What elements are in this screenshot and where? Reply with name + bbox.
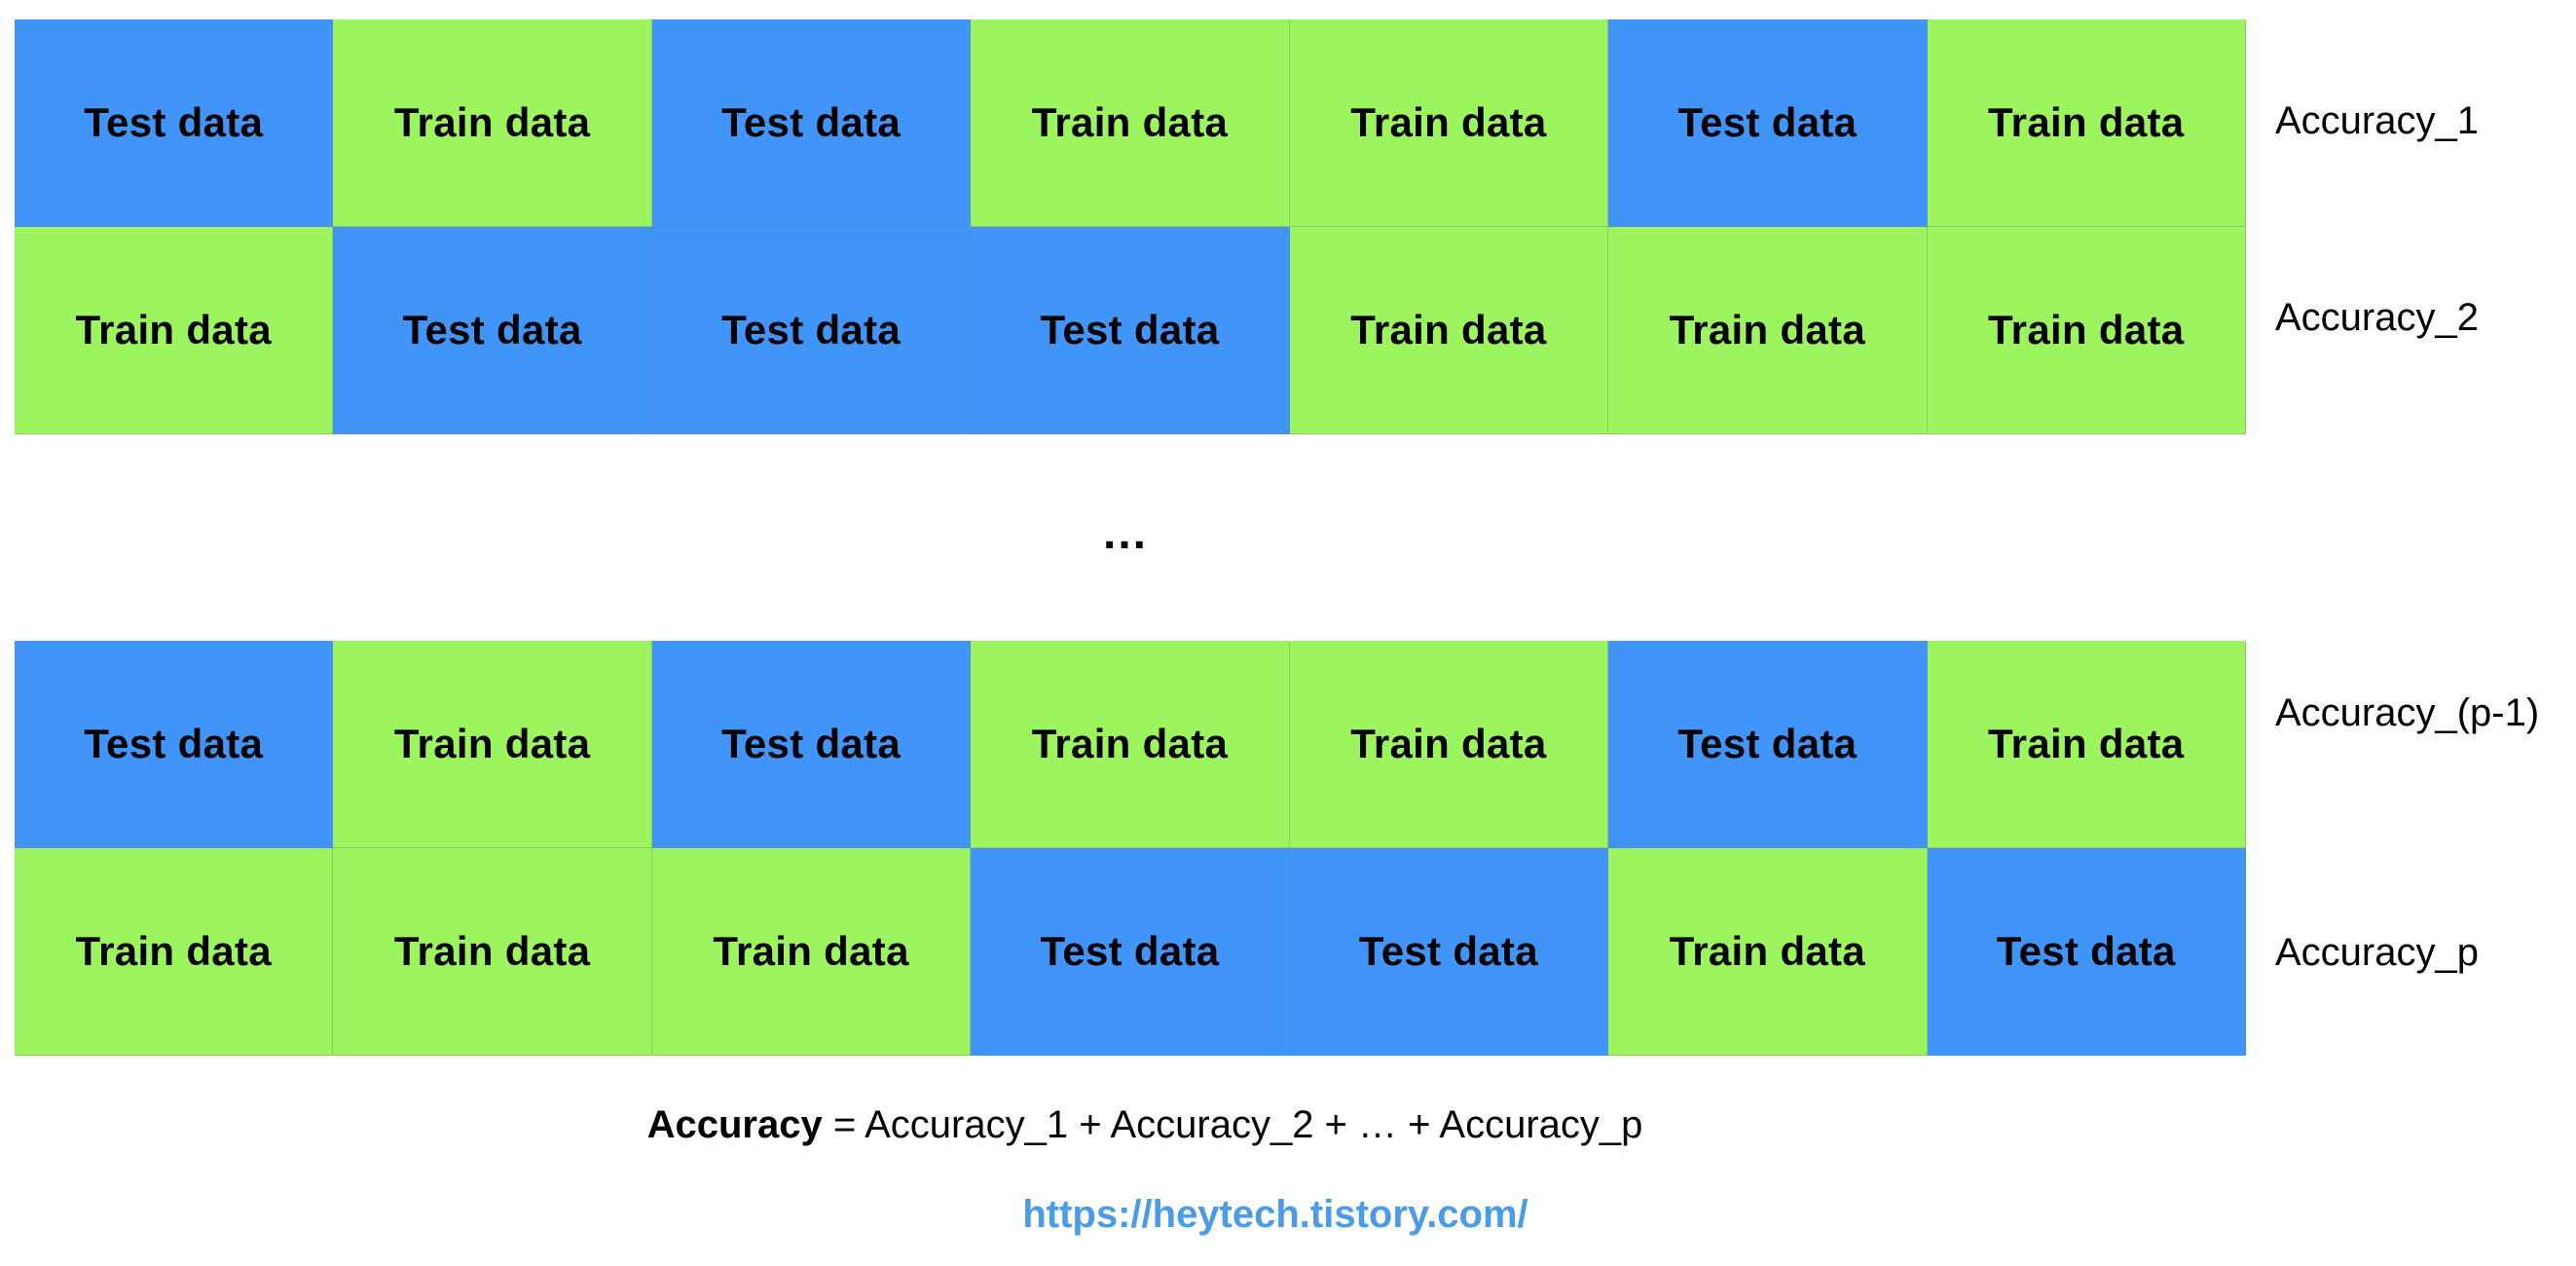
- fold-cell: Train data: [1608, 227, 1928, 434]
- accuracy-formula: Accuracy = Accuracy_1 + Accuracy_2 + … +…: [0, 1103, 2261, 1147]
- fold-cell: Test data: [1927, 848, 2246, 1056]
- formula-bold-term: Accuracy: [646, 1103, 823, 1146]
- fold-cell: Test data: [1289, 848, 1609, 1056]
- fold-cell: Test data: [651, 227, 972, 434]
- fold-cell: Train data: [1927, 227, 2246, 434]
- ellipsis: ...: [1103, 507, 1149, 559]
- fold-cell: Train data: [651, 848, 972, 1056]
- fold-row-p-minus-1: Test data Train data Test data Train dat…: [15, 641, 2246, 848]
- fold-cell: Train data: [333, 641, 652, 848]
- fold-cell: Test data: [971, 227, 1290, 434]
- formula-rest: = Accuracy_1 + Accuracy_2 + … + Accuracy…: [822, 1103, 1643, 1146]
- fold-cell: Train data: [1608, 848, 1928, 1056]
- fold-row-2: Train data Test data Test data Test data…: [15, 227, 2246, 434]
- fold-cell: Test data: [333, 227, 652, 434]
- accuracy-label-1: Accuracy_1: [2275, 99, 2479, 142]
- fold-cell: Test data: [15, 641, 334, 848]
- fold-cell: Train data: [1927, 19, 2246, 227]
- fold-cell: Train data: [1289, 641, 1609, 848]
- fold-cell: Train data: [1289, 19, 1609, 227]
- fold-cell: Test data: [971, 848, 1290, 1056]
- fold-cell: Test data: [651, 641, 972, 848]
- accuracy-label-p: Accuracy_p: [2275, 931, 2479, 974]
- fold-cell: Train data: [333, 19, 652, 227]
- fold-cell: Train data: [971, 19, 1290, 227]
- accuracy-label-p-minus-1: Accuracy_(p-1): [2275, 691, 2540, 734]
- fold-cell: Train data: [971, 641, 1290, 848]
- accuracy-label-2: Accuracy_2: [2275, 296, 2479, 339]
- fold-cell: Train data: [333, 848, 652, 1056]
- fold-cell: Train data: [1289, 227, 1609, 434]
- fold-cell: Test data: [651, 19, 972, 227]
- fold-cell: Test data: [15, 19, 334, 227]
- fold-row-1: Test data Train data Test data Train dat…: [15, 19, 2246, 227]
- fold-cell: Train data: [15, 848, 334, 1056]
- fold-row-p: Train data Train data Train data Test da…: [15, 848, 2246, 1056]
- source-url[interactable]: https://heytech.tistory.com/: [1022, 1193, 1528, 1236]
- fold-cell: Train data: [1927, 641, 2246, 848]
- fold-cell: Train data: [15, 227, 334, 434]
- fold-cell: Test data: [1608, 641, 1928, 848]
- fold-cell: Test data: [1608, 19, 1928, 227]
